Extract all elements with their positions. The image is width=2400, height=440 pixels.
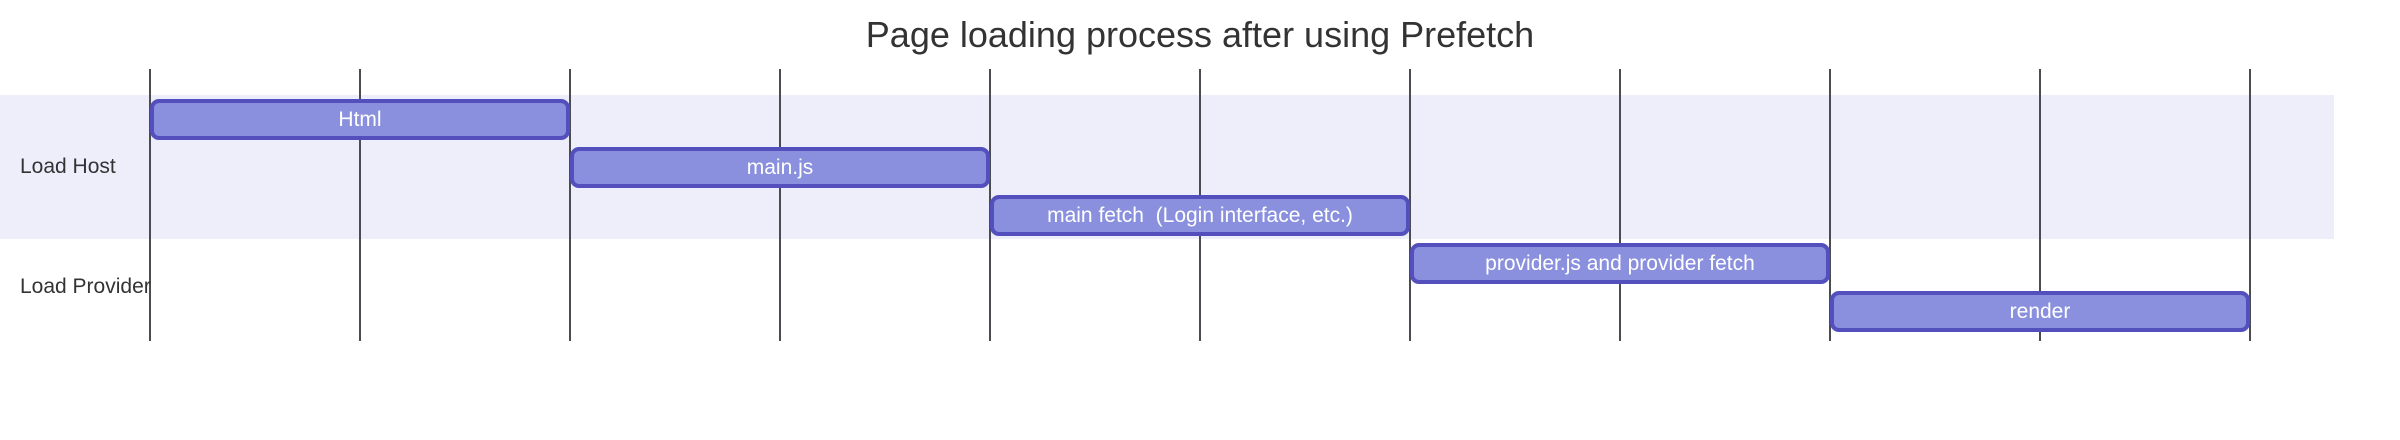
- axis-gridline: [779, 69, 781, 341]
- task-bar: render: [1830, 291, 2250, 332]
- task-bar: provider.js and provider fetch: [1410, 243, 1830, 284]
- section-label: Load Host: [20, 155, 116, 178]
- task-bar: main.js: [570, 147, 990, 188]
- axis-gridline: [1409, 69, 1411, 341]
- task-bar: main fetch (Login interface, etc.): [990, 195, 1410, 236]
- axis-gridline: [359, 69, 361, 341]
- chart-title: Page loading process after using Prefetc…: [865, 14, 1535, 55]
- axis-gridline: [149, 69, 151, 341]
- section-label: Load Provider: [20, 275, 151, 298]
- axis-gridline: [569, 69, 571, 341]
- axis-gridline: [1829, 69, 1831, 341]
- axis-gridline: [1619, 69, 1621, 341]
- axis-gridline: [2039, 69, 2041, 341]
- axis-gridline: [2249, 69, 2251, 341]
- task-bar: Html: [150, 99, 570, 140]
